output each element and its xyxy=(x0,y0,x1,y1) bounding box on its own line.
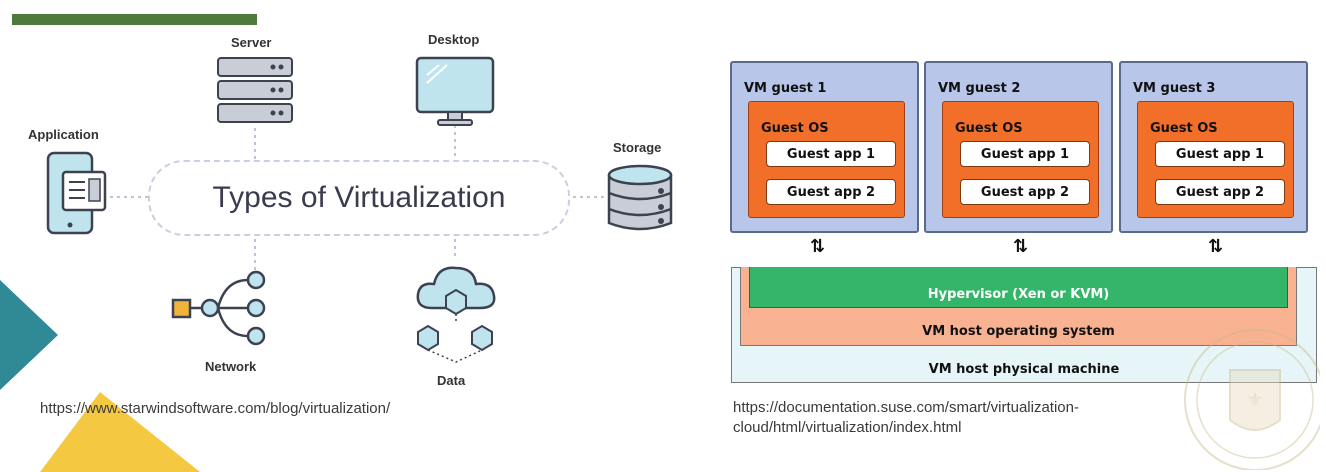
center-title-box: Types of Virtualization xyxy=(148,160,570,236)
server-label: Server xyxy=(231,35,272,50)
source-url-line-1: https://documentation.suse.com/smart/vir… xyxy=(733,399,1079,416)
vm-guest-title: VM guest 2 xyxy=(938,81,1021,96)
guest-app-1: Guest app 1 xyxy=(960,141,1090,167)
vm-guest-title: VM guest 1 xyxy=(744,81,827,96)
network-icon xyxy=(171,270,266,346)
guest-app-2: Guest app 2 xyxy=(960,179,1090,205)
center-title: Types of Virtualization xyxy=(212,181,506,214)
application-icon xyxy=(46,151,107,235)
application-label: Application xyxy=(28,127,99,142)
network-label: Network xyxy=(205,359,257,374)
vm-guest-2: VM guest 2 Guest OS Guest app 1 Guest ap… xyxy=(924,61,1113,233)
data-label: Data xyxy=(437,373,466,388)
guest-os-box: Guest OS Guest app 1 Guest app 2 xyxy=(1137,101,1294,218)
vm-guest-3: VM guest 3 Guest OS Guest app 1 Guest ap… xyxy=(1119,61,1308,233)
host-machine-label: VM host physical machine xyxy=(928,362,1120,377)
virtualization-types-diagram: Server Desktop Application Types of Virt… xyxy=(28,32,673,417)
guest-app-1: Guest app 1 xyxy=(766,141,896,167)
guest-os-box: Guest OS Guest app 1 Guest app 2 xyxy=(942,101,1099,218)
server-icon xyxy=(217,57,293,123)
desktop-label: Desktop xyxy=(428,32,480,47)
storage-label: Storage xyxy=(613,140,662,155)
guest-os-title: Guest OS xyxy=(761,121,829,136)
source-url-line-2: cloud/html/virtualization/index.html xyxy=(733,419,962,436)
vm-guest-1: VM guest 1 Guest OS Guest app 1 Guest ap… xyxy=(730,61,919,233)
guest-os-title: Guest OS xyxy=(1150,121,1218,136)
updown-arrow-icon: ⇅ xyxy=(1208,236,1224,257)
yellow-triangle xyxy=(40,392,200,472)
updown-arrow-icon: ⇅ xyxy=(810,236,826,257)
seal-logo: ⚜ xyxy=(1184,329,1320,470)
hypervisor-layer: Hypervisor (Xen or KVM) xyxy=(749,267,1288,308)
hypervisor-label: Hypervisor (Xen or KVM) xyxy=(927,287,1110,302)
storage-icon xyxy=(607,164,673,231)
vm-guest-title: VM guest 3 xyxy=(1133,81,1216,96)
guest-app-1: Guest app 1 xyxy=(1155,141,1285,167)
guest-app-2: Guest app 2 xyxy=(766,179,896,205)
teal-triangle xyxy=(0,280,58,390)
host-os-label: VM host operating system xyxy=(922,324,1115,339)
connector-lines xyxy=(110,125,605,270)
guest-os-title: Guest OS xyxy=(955,121,1023,136)
guest-app-2: Guest app 2 xyxy=(1155,179,1285,205)
guest-os-box: Guest OS Guest app 1 Guest app 2 xyxy=(748,101,905,218)
source-link-suse[interactable]: https://documentation.suse.com/smart/vir… xyxy=(733,398,1079,438)
desktop-icon xyxy=(415,56,495,126)
svg-text:⚜: ⚜ xyxy=(1247,390,1263,411)
source-link-starwind[interactable]: https://www.starwindsoftware.com/blog/vi… xyxy=(40,400,391,417)
data-icon xyxy=(416,266,496,363)
accent-bar xyxy=(12,14,257,25)
updown-arrow-icon: ⇅ xyxy=(1013,236,1029,257)
